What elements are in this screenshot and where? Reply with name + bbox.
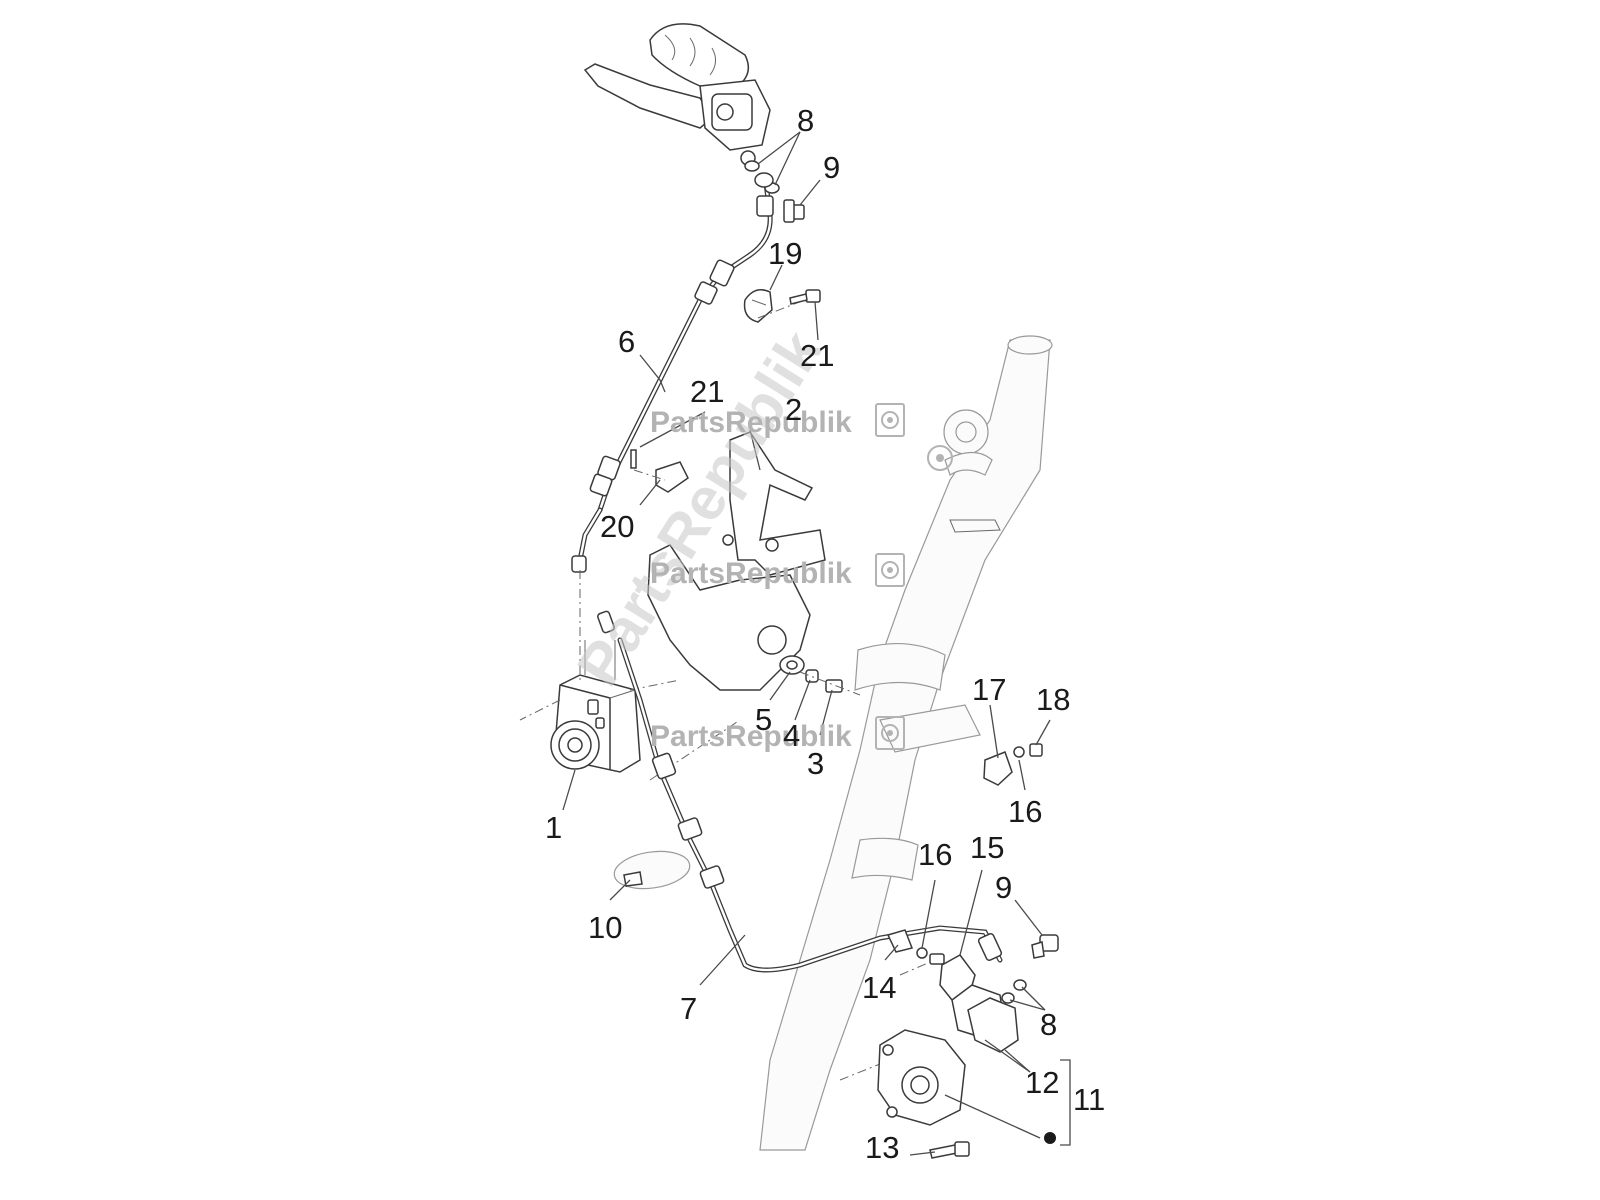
- brake-caliper-11: [877, 1029, 966, 1126]
- callout-16: 16: [1008, 794, 1042, 829]
- kit-bullet: [1044, 1132, 1056, 1144]
- clip-17: [983, 751, 1013, 786]
- callout-9: 9: [995, 870, 1012, 905]
- callout-4: 4: [783, 718, 800, 753]
- callout-8: 8: [1040, 1007, 1057, 1042]
- watermark-text: PartsRepublik: [650, 720, 852, 753]
- callout-3: 3: [807, 746, 824, 781]
- callout-20: 20: [600, 509, 634, 544]
- callout-15: 15: [970, 830, 1004, 865]
- bolt-3: [799, 671, 861, 696]
- washer-16-upper: [1013, 746, 1025, 758]
- gear-icon: [927, 445, 953, 471]
- brake-hose-lower: [617, 637, 1003, 973]
- shim-14: [886, 929, 914, 953]
- cable-tie-10: [613, 850, 691, 890]
- callout-6: 6: [618, 324, 635, 359]
- callout-14: 14: [862, 970, 896, 1005]
- leader-lines: [562, 131, 1071, 1156]
- banjo-bolt-top: [783, 199, 805, 223]
- callout-9: 9: [823, 150, 840, 185]
- callouts: 8 9 19 21 6 21 2 20 5 4 3 1 10 7 17 18 1…: [545, 103, 1105, 1165]
- brake-hose-upper: [571, 172, 774, 573]
- callout-11: 11: [1073, 1082, 1105, 1117]
- spacer-4: [805, 669, 819, 683]
- callout-19: 19: [768, 236, 802, 271]
- hose-clip-20: [655, 461, 689, 493]
- callout-12: 12: [1025, 1065, 1059, 1100]
- washer-16-lower: [916, 947, 945, 965]
- banjo-washers-lower: [1001, 979, 1027, 1004]
- callout-1: 1: [545, 810, 562, 845]
- callout-7: 7: [680, 991, 697, 1026]
- screw-21-lower: [630, 449, 666, 481]
- callout-16: 16: [918, 837, 952, 872]
- gear-icon: [875, 553, 905, 587]
- callout-18: 18: [1036, 682, 1070, 717]
- callout-5: 5: [755, 702, 772, 737]
- watermark-text: PartsRepublik: [650, 406, 852, 439]
- watermark-text: PartsRepublik: [650, 557, 852, 590]
- banjo-bolt-lower: [1031, 934, 1059, 959]
- rubber-mount-5: [779, 655, 805, 675]
- abs-bracket-2: [647, 431, 826, 691]
- brake-master-cylinder-lever: [583, 23, 771, 166]
- callout-8: 8: [797, 103, 814, 138]
- callout-2: 2: [785, 392, 802, 427]
- callout-10: 10: [588, 910, 622, 945]
- bolt-18: [1029, 743, 1043, 757]
- callout-13: 13: [865, 1130, 899, 1165]
- screw-21-upper: [757, 289, 821, 319]
- callout-21: 21: [690, 374, 724, 409]
- caliper-bolt-13: [929, 1141, 970, 1159]
- callout-17: 17: [972, 672, 1006, 707]
- brake-pads-12: [951, 984, 1019, 1053]
- gear-icon: [875, 716, 905, 750]
- gear-icon: [875, 403, 905, 437]
- callout-21: 21: [800, 338, 834, 373]
- banjo-washers-top: [744, 160, 780, 194]
- hose-clip-19: [743, 289, 773, 323]
- abs-modulator: [550, 610, 641, 773]
